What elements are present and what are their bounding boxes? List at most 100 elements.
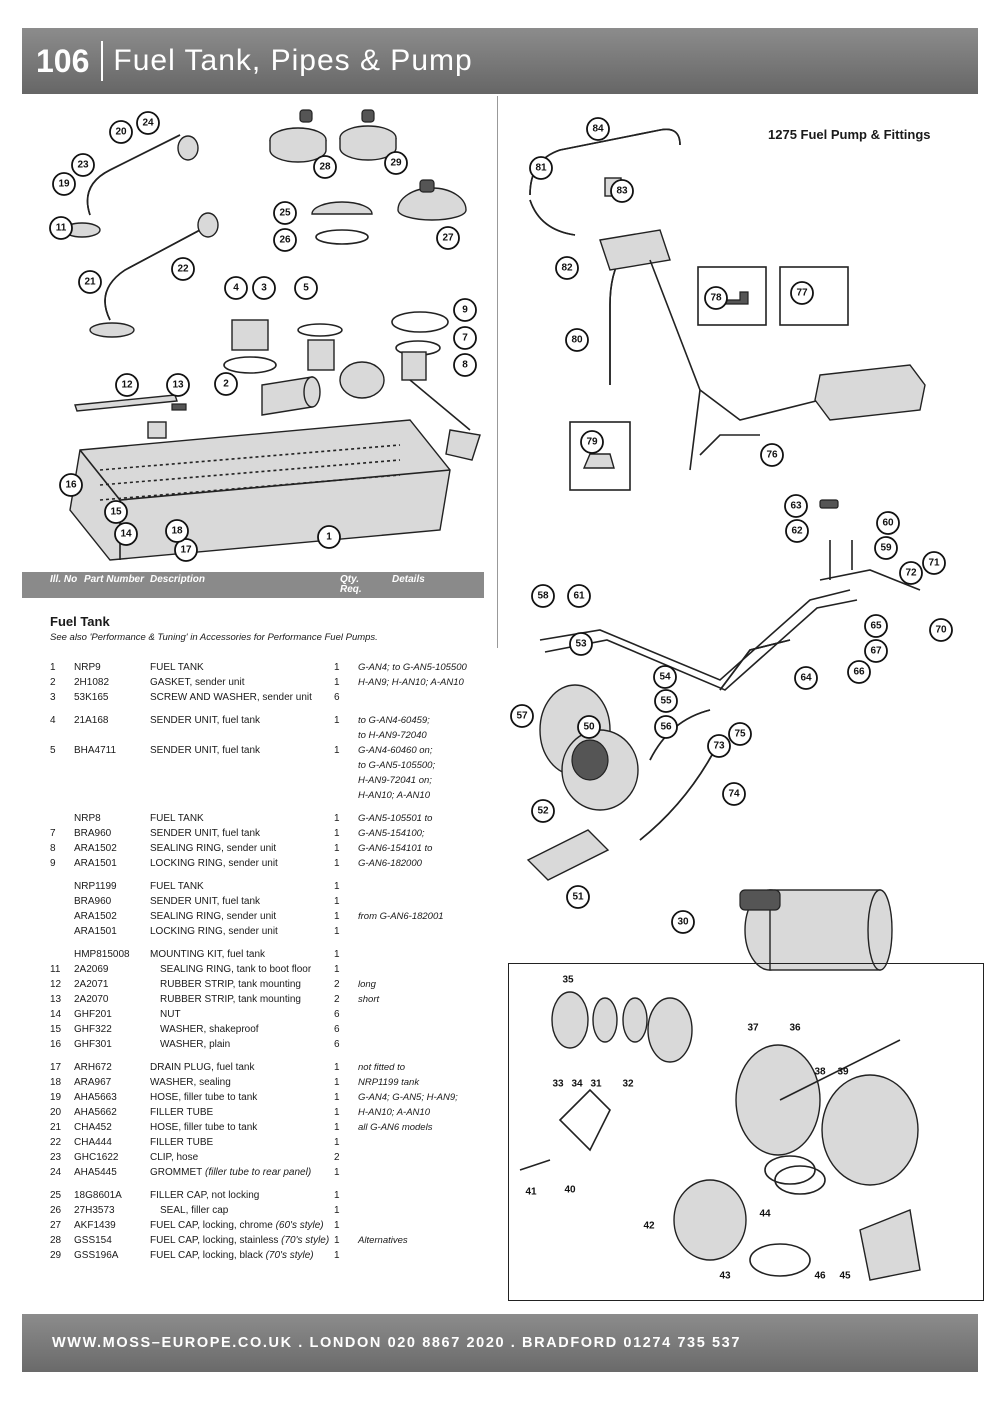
callout-27: 27 [436, 226, 460, 250]
callout-label: 33 [552, 1079, 564, 1090]
part-qty: 2 [334, 994, 340, 1005]
callout-label: 72 [905, 568, 917, 579]
part-number: GHC1622 [74, 1152, 119, 1163]
part-number: 2H1082 [74, 677, 110, 688]
parts-row: H-AN9-72041 on; [50, 773, 510, 788]
callout-29: 29 [384, 151, 408, 175]
part-qty: 1 [334, 1092, 340, 1103]
part-description: SEAL, filler cap [160, 1205, 229, 1216]
callout-label: 20 [115, 127, 127, 138]
part-number: ARH672 [74, 1062, 112, 1073]
callout-12: 12 [115, 373, 139, 397]
part-number: 21A168 [74, 715, 109, 726]
part-qty: 1 [334, 1077, 340, 1088]
part-description: FUEL TANK [150, 813, 204, 824]
part-qty: 1 [334, 1122, 340, 1133]
part-number: ARA1501 [74, 926, 117, 937]
callout-28: 28 [313, 155, 337, 179]
callout-label: 40 [564, 1185, 576, 1196]
part-ill-no: 4 [50, 715, 56, 726]
parts-gap [50, 803, 510, 811]
part-description: SEALING RING, tank to boot floor [160, 964, 312, 975]
callout-label: 78 [710, 293, 722, 304]
callout-label: 36 [789, 1023, 801, 1034]
callout-80: 80 [565, 328, 589, 352]
parts-gap [50, 871, 510, 879]
callout-46: 46 [814, 1271, 826, 1282]
page-number: 106 [36, 42, 90, 79]
callout-45: 45 [839, 1271, 851, 1282]
fuel-tank-illustration [69, 419, 451, 561]
callout-4: 4 [224, 276, 248, 300]
part-ill-no: 20 [50, 1107, 62, 1118]
callout-label: 55 [660, 696, 672, 707]
part-qty: 1 [334, 1167, 340, 1178]
part-number: BRA960 [74, 896, 112, 907]
part-ill-no: 26 [50, 1205, 62, 1216]
part-qty: 1 [334, 858, 340, 869]
part-details: H-AN10; A-AN10 [358, 1107, 430, 1118]
callout-label: 83 [616, 186, 628, 197]
header-divider [101, 41, 104, 81]
rubber-strip-short [171, 403, 187, 411]
callout-label: 3 [261, 283, 267, 294]
callout-label: 70 [935, 625, 947, 636]
part-details: G-AN4-60460 on; [358, 745, 433, 756]
parts-row: 11 2A2069 SEALING RING, tank to boot floor… [50, 962, 510, 977]
part-qty: 1 [334, 715, 340, 726]
callout-39: 39 [837, 1067, 849, 1078]
callout-label: 57 [516, 711, 528, 722]
part-description: SENDER UNIT, fuel tank [150, 715, 261, 726]
part-number: NRP9 [74, 662, 101, 673]
part-details: Alternatives [358, 1235, 408, 1246]
part-ill-no: 13 [50, 994, 62, 1005]
callout-label: 7 [462, 333, 468, 344]
callout-38: 38 [814, 1067, 826, 1078]
callout-label: 46 [814, 1271, 826, 1282]
part-ill-no: 12 [50, 979, 62, 990]
part-description: HOSE, filler tube to tank [150, 1122, 258, 1133]
callout-label: 65 [870, 621, 882, 632]
section-title: Fuel Tank [50, 614, 110, 629]
part-ill-no: 11 [50, 964, 61, 975]
part-details: H-AN9; H-AN10; A-AN10 [358, 677, 464, 688]
part-details: G-AN6-154101 to [358, 843, 433, 854]
part-qty: 1 [334, 745, 340, 756]
part-number: BRA960 [74, 828, 112, 839]
part-description: LOCKING RING, sender unit [150, 926, 278, 937]
callout-73: 73 [707, 734, 731, 758]
callout-57: 57 [510, 704, 534, 728]
fuel-pump-label: 1275 Fuel Pump & Fittings [768, 127, 931, 142]
part-qty: 1 [334, 926, 340, 937]
part-number: 2A2069 [74, 964, 109, 975]
callout-58: 58 [531, 584, 555, 608]
callout-label: 9 [462, 305, 468, 316]
part-number: ARA1502 [74, 911, 117, 922]
callout-label: 75 [734, 729, 746, 740]
part-details: short [358, 994, 380, 1005]
part-ill-no: 21 [50, 1122, 62, 1133]
callout-61: 61 [567, 584, 591, 608]
callout-42: 42 [643, 1221, 655, 1232]
part-ill-no: 1 [50, 662, 56, 673]
part-ill-no: 9 [50, 858, 56, 869]
callout-64: 64 [794, 666, 818, 690]
part-number: ARA967 [74, 1077, 112, 1088]
callout-label: 53 [575, 639, 587, 650]
callout-25: 25 [273, 201, 297, 225]
part-number: AHA5445 [74, 1167, 117, 1178]
callout-8: 8 [453, 353, 477, 377]
callout-63: 63 [784, 494, 808, 518]
callout-label: 80 [571, 335, 583, 346]
callout-18: 18 [165, 519, 189, 543]
part-description: WASHER, sealing [150, 1077, 231, 1088]
callout-label: 51 [572, 892, 584, 903]
callout-3: 3 [252, 276, 276, 300]
callout-label: 60 [882, 518, 894, 529]
part-number: AHA5663 [74, 1092, 117, 1103]
part-ill-no: 15 [50, 1024, 62, 1035]
part-description: SCREW AND WASHER, sender unit [150, 692, 312, 703]
